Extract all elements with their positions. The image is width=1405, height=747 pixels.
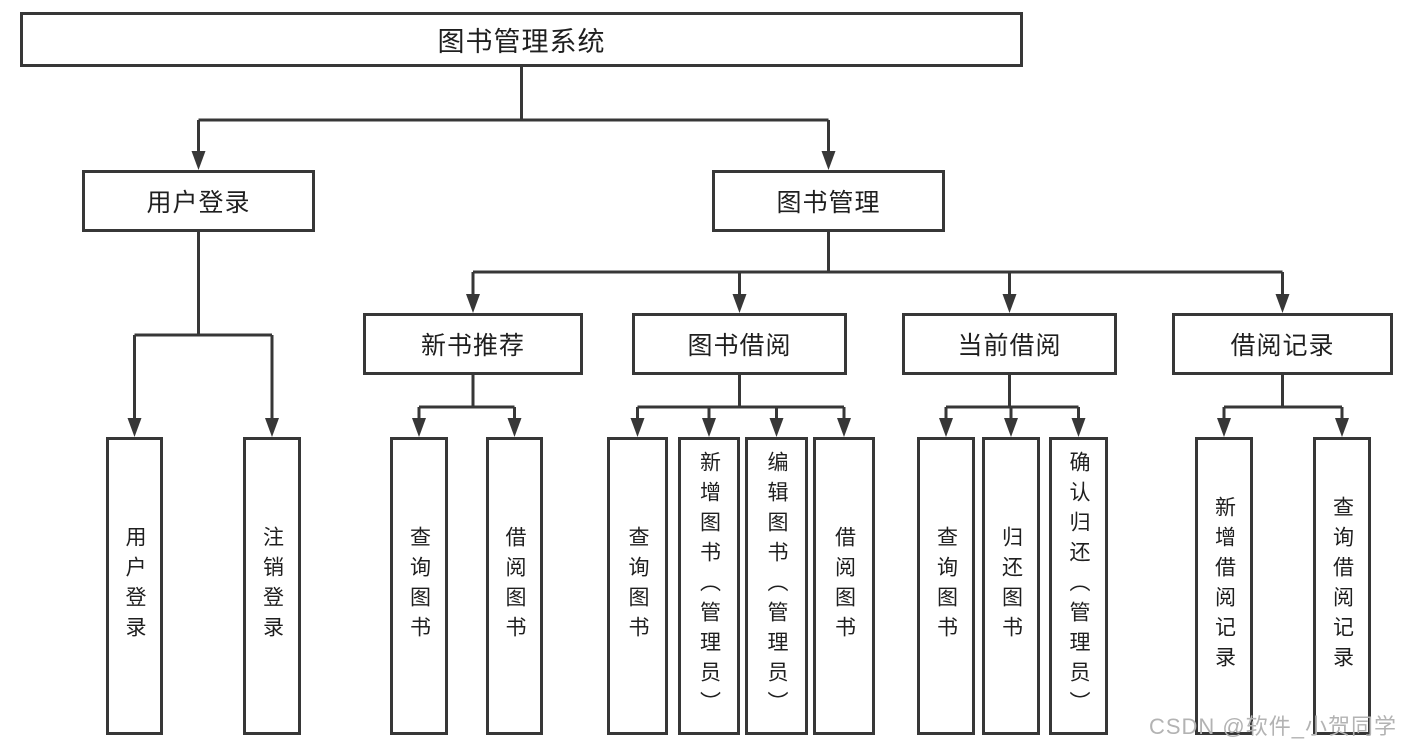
leaf-add-borrow-record: 新增借阅记录 <box>1195 437 1253 735</box>
node-label: 用户登录 <box>146 189 251 217</box>
node-label: 图书管理系统 <box>437 27 606 57</box>
leaf-confirm-return-admin: 确认归还（管理员） <box>1049 437 1108 735</box>
leaf-query-books-borrowing: 查询图书 <box>607 437 668 735</box>
leaf-borrow-books-newbook: 借阅图书 <box>486 437 543 735</box>
leaf-label: 注销登录 <box>260 526 284 646</box>
node-label: 当前借阅 <box>957 332 1062 360</box>
arrow-icon <box>1335 418 1349 437</box>
leaf-label: 查询图书 <box>626 526 649 646</box>
leaf-query-borrow-record: 查询借阅记录 <box>1313 437 1371 735</box>
arrow-icon <box>1217 418 1231 437</box>
leaf-label: 确认归还（管理员） <box>1067 451 1090 721</box>
arrow-icon <box>732 294 747 313</box>
arrow-icon <box>1071 418 1086 437</box>
leaf-add-books-admin: 新增图书（管理员） <box>678 437 740 735</box>
node-label: 借阅记录 <box>1230 332 1335 360</box>
csdn-watermark: CSDN @软件_小贺同学 <box>1148 714 1397 739</box>
leaf-label: 借阅图书 <box>503 526 526 646</box>
node-new-book-recommend: 新书推荐 <box>363 313 583 375</box>
leaf-user-login: 用户登录 <box>106 437 163 735</box>
leaf-label: 新增图书（管理员） <box>697 451 721 721</box>
leaf-borrow-books-borrowing: 借阅图书 <box>813 437 875 735</box>
leaf-label: 查询图书 <box>934 526 958 646</box>
arrow-icon <box>265 418 279 437</box>
connector-book-mgmt-to-level3 <box>471 232 1284 300</box>
connector-book-borrow-to-leaves <box>636 375 846 424</box>
connector-user-login-to-leaves <box>133 232 274 424</box>
connector-root-to-level2 <box>197 67 830 156</box>
leaf-return-books: 归还图书 <box>982 437 1040 735</box>
node-label: 图书借阅 <box>687 332 792 360</box>
arrow-icon <box>127 418 142 437</box>
node-borrowing-records: 借阅记录 <box>1172 313 1393 375</box>
leaf-label: 查询借阅记录 <box>1330 496 1354 676</box>
leaf-label: 归还图书 <box>999 526 1023 646</box>
arrow-icon <box>939 418 953 437</box>
leaf-label: 编辑图书（管理员） <box>765 451 788 721</box>
arrow-icon <box>630 418 645 437</box>
arrow-icon <box>1004 418 1018 437</box>
leaf-logout: 注销登录 <box>243 437 301 735</box>
leaf-label: 借阅图书 <box>832 526 856 646</box>
node-label: 图书管理 <box>776 189 881 217</box>
leaf-label: 用户登录 <box>123 526 146 646</box>
arrow-icon <box>821 151 836 170</box>
arrow-icon <box>769 418 784 437</box>
arrow-icon <box>837 418 851 437</box>
arrow-icon <box>466 294 480 313</box>
node-current-borrowing: 当前借阅 <box>902 313 1117 375</box>
arrowheads <box>127 151 1349 437</box>
arrow-icon <box>1002 294 1017 313</box>
leaf-label: 查询图书 <box>407 526 431 646</box>
arrow-icon <box>1275 294 1290 313</box>
arrow-icon <box>412 418 426 437</box>
connector-new-book-to-leaves <box>417 375 516 424</box>
node-root-system: 图书管理系统 <box>20 12 1023 67</box>
connector-current-borrow-to-leaves <box>944 375 1080 424</box>
arrow-icon <box>507 418 522 437</box>
arrow-icon <box>702 418 716 437</box>
node-user-login: 用户登录 <box>82 170 315 232</box>
node-book-management: 图书管理 <box>712 170 945 232</box>
leaf-label: 新增借阅记录 <box>1212 496 1236 676</box>
node-book-borrowing: 图书借阅 <box>632 313 847 375</box>
node-label: 新书推荐 <box>420 332 525 360</box>
leaf-query-books-current: 查询图书 <box>917 437 975 735</box>
leaf-query-books-newbook: 查询图书 <box>390 437 448 735</box>
connector-borrow-records-to-leaves <box>1222 375 1344 424</box>
leaf-edit-books-admin: 编辑图书（管理员） <box>745 437 808 735</box>
arrow-icon <box>191 151 206 170</box>
